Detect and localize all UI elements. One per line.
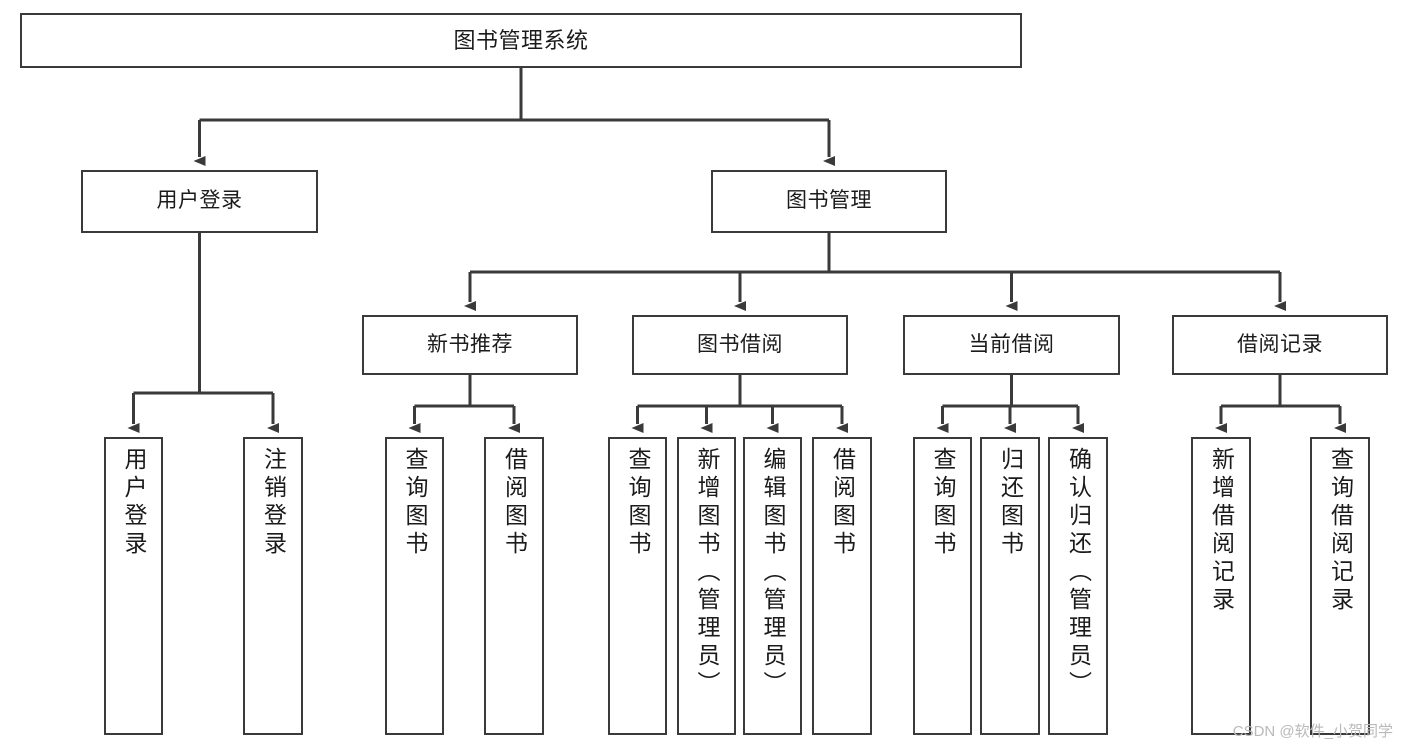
leaf-confirm-return-label: 确认归还（管理员） — [1065, 447, 1092, 699]
node-user-login[interactable]: 用户登录 — [81, 170, 318, 233]
node-book-manage[interactable]: 图书管理 — [711, 170, 947, 233]
leaf-user-logout-label: 注销登录 — [260, 447, 287, 559]
leaf-add-record[interactable]: 新增借阅记录 — [1191, 437, 1251, 735]
leaf-query-book-2[interactable]: 查询图书 — [608, 437, 667, 735]
node-root[interactable]: 图书管理系统 — [20, 13, 1022, 68]
leaf-return-book-label: 归还图书 — [997, 447, 1024, 559]
node-book-manage-label: 图书管理 — [786, 189, 872, 213]
leaf-user-login[interactable]: 用户登录 — [104, 437, 163, 735]
leaf-query-book-3[interactable]: 查询图书 — [913, 437, 972, 735]
leaf-edit-book[interactable]: 编辑图书（管理员） — [743, 437, 802, 735]
node-book-borrow[interactable]: 图书借阅 — [632, 315, 848, 375]
leaf-query-book-3-label: 查询图书 — [930, 447, 956, 559]
node-root-label: 图书管理系统 — [453, 27, 589, 53]
leaf-edit-book-label: 编辑图书（管理员） — [760, 447, 786, 699]
leaf-borrow-book-2-label: 借阅图书 — [829, 447, 856, 559]
node-new-book-recommend[interactable]: 新书推荐 — [362, 315, 578, 375]
leaf-confirm-return[interactable]: 确认归还（管理员） — [1048, 437, 1108, 735]
leaf-query-book-1-label: 查询图书 — [402, 447, 428, 559]
leaf-query-book-2-label: 查询图书 — [625, 447, 651, 559]
node-current-borrow[interactable]: 当前借阅 — [903, 315, 1120, 375]
watermark: CSDN @软件_小贺同学 — [1232, 723, 1393, 740]
node-borrow-record[interactable]: 借阅记录 — [1172, 315, 1388, 375]
node-current-borrow-label: 当前借阅 — [968, 332, 1055, 356]
leaf-add-record-label: 新增借阅记录 — [1208, 447, 1235, 615]
leaf-query-record[interactable]: 查询借阅记录 — [1310, 437, 1370, 735]
leaf-return-book[interactable]: 归还图书 — [980, 437, 1040, 735]
leaf-add-book-label: 新增图书（管理员） — [694, 447, 720, 699]
leaf-user-logout[interactable]: 注销登录 — [243, 437, 303, 735]
leaf-add-book[interactable]: 新增图书（管理员） — [677, 437, 736, 735]
leaf-borrow-book-1[interactable]: 借阅图书 — [484, 437, 544, 735]
leaf-query-book-1[interactable]: 查询图书 — [385, 437, 444, 735]
node-new-book-recommend-label: 新书推荐 — [427, 332, 513, 356]
node-book-borrow-label: 图书借阅 — [697, 332, 783, 356]
node-borrow-record-label: 借阅记录 — [1237, 332, 1323, 356]
leaf-borrow-book-2[interactable]: 借阅图书 — [812, 437, 872, 735]
leaf-user-login-label: 用户登录 — [121, 447, 147, 559]
leaf-query-record-label: 查询借阅记录 — [1327, 447, 1354, 615]
leaf-borrow-book-1-label: 借阅图书 — [501, 447, 528, 559]
node-user-login-label: 用户登录 — [156, 189, 243, 213]
